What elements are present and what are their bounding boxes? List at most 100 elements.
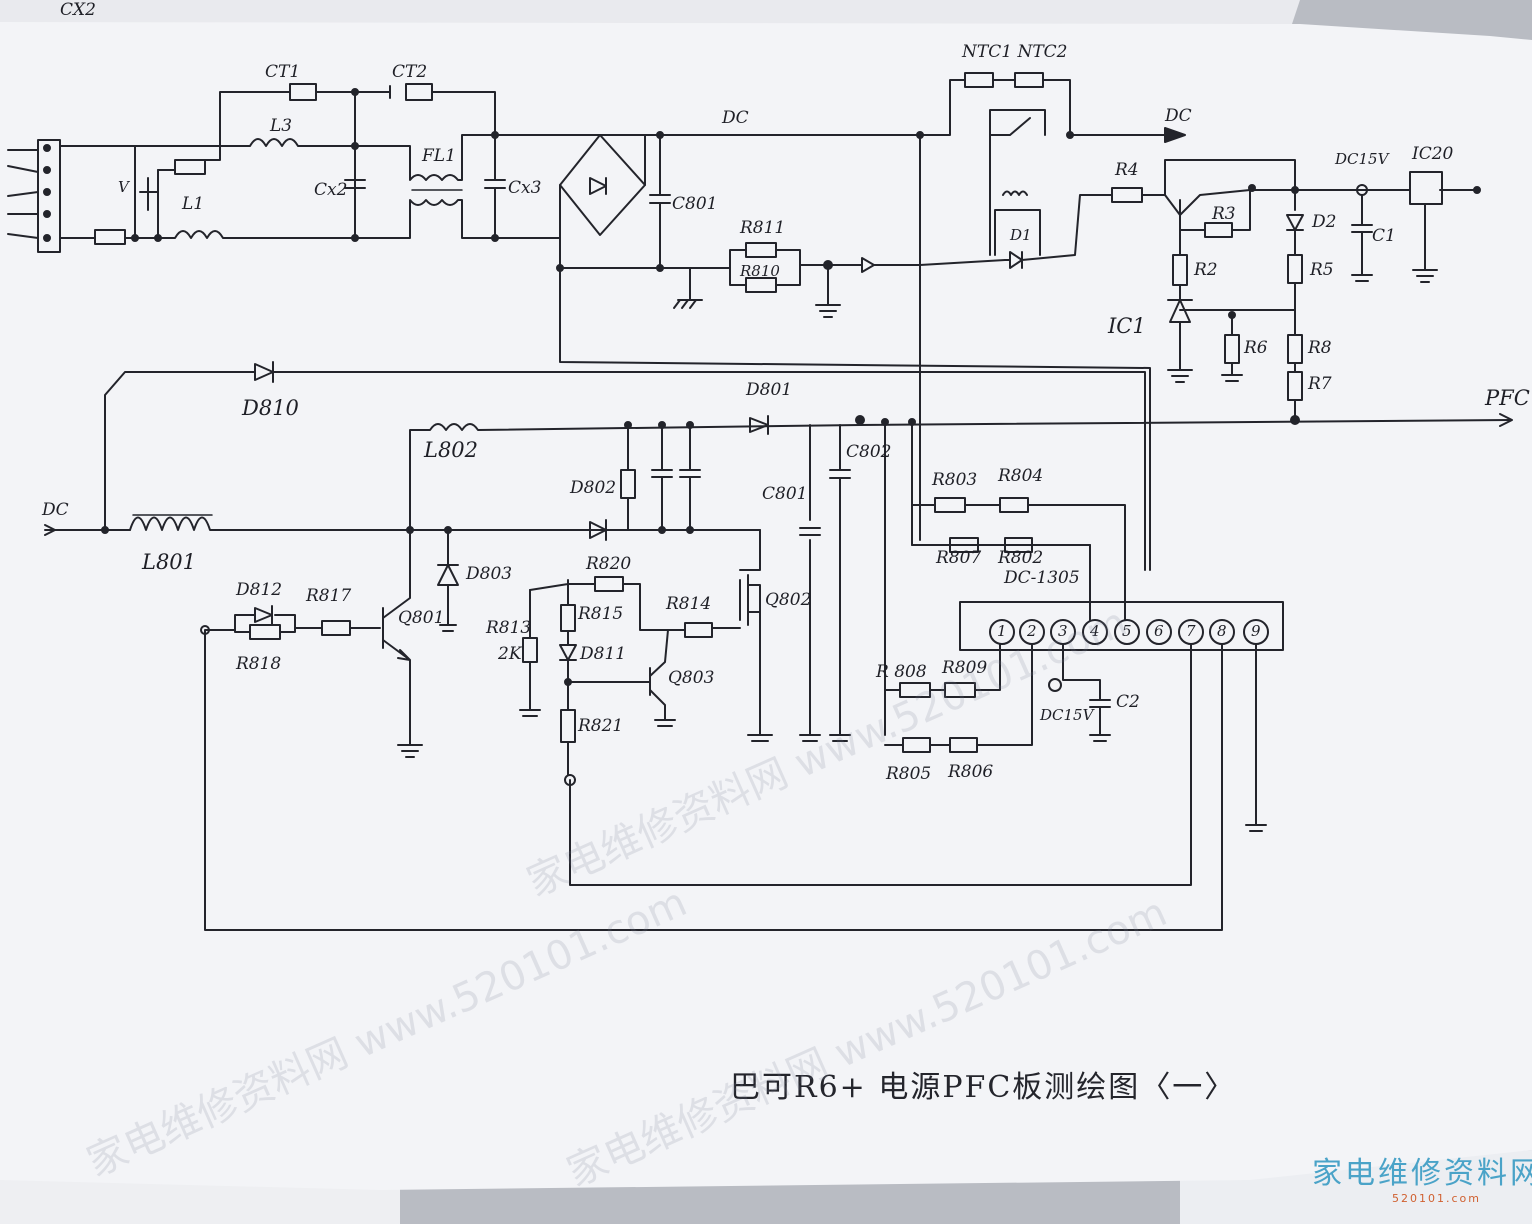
snubber-resistor — [620, 469, 636, 499]
ic-pin: 1 — [997, 622, 1007, 640]
resistor-input — [174, 159, 206, 175]
label-r802: R802 — [998, 548, 1044, 568]
label-ct2: CT2 — [392, 62, 428, 82]
q801-transistor — [382, 529, 411, 746]
label-r803: R803 — [932, 470, 978, 490]
label-r810: R810 — [740, 262, 780, 280]
r815-resistor — [560, 604, 576, 632]
r2-resistor — [1172, 254, 1188, 286]
d810-wire — [104, 371, 1146, 571]
label-r813-value: 2K — [498, 644, 522, 664]
label-l801: L801 — [142, 550, 197, 574]
r4-resistor — [1111, 187, 1143, 203]
label-r818: R818 — [236, 654, 282, 674]
label-d812: D812 — [236, 580, 283, 600]
c801-capacitor — [799, 424, 821, 736]
label-r817: R817 — [306, 586, 352, 606]
label-d803: D803 — [466, 564, 513, 584]
relay — [989, 109, 1046, 256]
ic-pin: 2 — [1027, 622, 1037, 640]
label-dc-top: DC — [722, 108, 749, 128]
title-suffix: 〈一〉 — [1140, 1070, 1237, 1105]
ic-pin: 5 — [1122, 622, 1132, 640]
c802-capacitor — [829, 424, 851, 736]
r7-resistor — [1287, 371, 1303, 401]
label-r807: R807 — [936, 548, 982, 568]
label-d811: D811 — [580, 644, 627, 664]
fl1-common-mode-choke — [354, 134, 496, 239]
r804-resistor — [999, 497, 1029, 513]
l801-inductor — [129, 516, 216, 531]
label-l802: L802 — [424, 438, 479, 462]
brand-logo: 家电维修资料网 — [1312, 1156, 1532, 1191]
d812-r818-network — [234, 605, 381, 640]
label-q802: Q802 — [765, 590, 812, 610]
label-cx2: CX2 — [60, 0, 96, 20]
label-r2: R2 — [1194, 260, 1218, 280]
brand-url: 520101.com — [1392, 1192, 1481, 1205]
ic-dc1305 — [959, 601, 1284, 651]
label-d1: D1 — [1010, 226, 1032, 244]
label-c2: C2 — [1116, 692, 1140, 712]
ct1-capacitor — [289, 83, 317, 101]
label-q801: Q801 — [398, 608, 445, 628]
d802-diode — [589, 519, 607, 541]
c1-capacitor — [1351, 194, 1373, 282]
label-dc-left: DC — [42, 500, 69, 520]
d811-diode — [559, 630, 577, 711]
l802-inductor — [409, 419, 1511, 531]
ntc-thermistors — [919, 79, 1166, 136]
label-r808: R 808 — [876, 662, 927, 682]
d803-diode — [437, 529, 459, 632]
label-q803: Q803 — [668, 668, 715, 688]
label-cx3: Cx3 — [508, 178, 542, 198]
d801-diode — [749, 415, 769, 435]
label-dc15v: DC15V — [1335, 150, 1389, 168]
ic-pin: 7 — [1186, 622, 1196, 640]
label-l1: L1 — [182, 194, 205, 214]
r813-resistor — [522, 637, 538, 663]
r805-resistor — [902, 737, 931, 753]
cx2-capacitor — [344, 145, 366, 239]
bridge-rectifier — [559, 134, 646, 236]
r807-resistor — [949, 537, 979, 553]
fuse — [94, 229, 126, 245]
ic-pin: 9 — [1251, 622, 1261, 640]
label-cx2b: Cx2 — [314, 180, 348, 200]
label-r4: R4 — [1115, 160, 1139, 180]
r802-resistor — [1004, 537, 1033, 553]
q803-transistor — [567, 629, 676, 727]
label-r804: R804 — [998, 466, 1044, 486]
ic20-regulator — [1409, 171, 1443, 205]
label-ic1: IC1 — [1108, 314, 1146, 338]
r811-r810-resistors — [729, 242, 831, 293]
label-r3: R3 — [1212, 204, 1236, 224]
r809-resistor — [944, 682, 976, 698]
r821-resistor — [560, 709, 576, 743]
r8-resistor — [1287, 334, 1303, 364]
label-r805: R805 — [886, 764, 932, 784]
regulator-transistor — [1164, 189, 1251, 256]
r820-resistor — [594, 576, 624, 592]
label-r821: R821 — [578, 716, 624, 736]
label-ct1: CT1 — [265, 62, 301, 82]
cx3-capacitor — [484, 134, 506, 239]
r814-resistor — [684, 622, 713, 638]
label-dc15v-b: DC15V — [1040, 706, 1094, 724]
ic-pin: 8 — [1217, 622, 1227, 640]
label-fl1: FL1 — [422, 146, 456, 166]
r5-resistor — [1287, 254, 1303, 284]
d810-diode — [254, 361, 274, 383]
r803-resistor — [934, 497, 966, 513]
label-r814: R814 — [666, 594, 712, 614]
r806-resistor — [949, 737, 978, 753]
c801-top-capacitor — [649, 134, 671, 269]
l1-inductor — [59, 230, 356, 239]
d2-diode — [1286, 214, 1304, 256]
label-r6: R6 — [1244, 338, 1268, 358]
label-d801: D801 — [746, 380, 793, 400]
label-r811: R811 — [740, 218, 786, 238]
r808-resistor — [899, 682, 931, 698]
label-ntc: NTC1 NTC2 — [962, 42, 1068, 62]
